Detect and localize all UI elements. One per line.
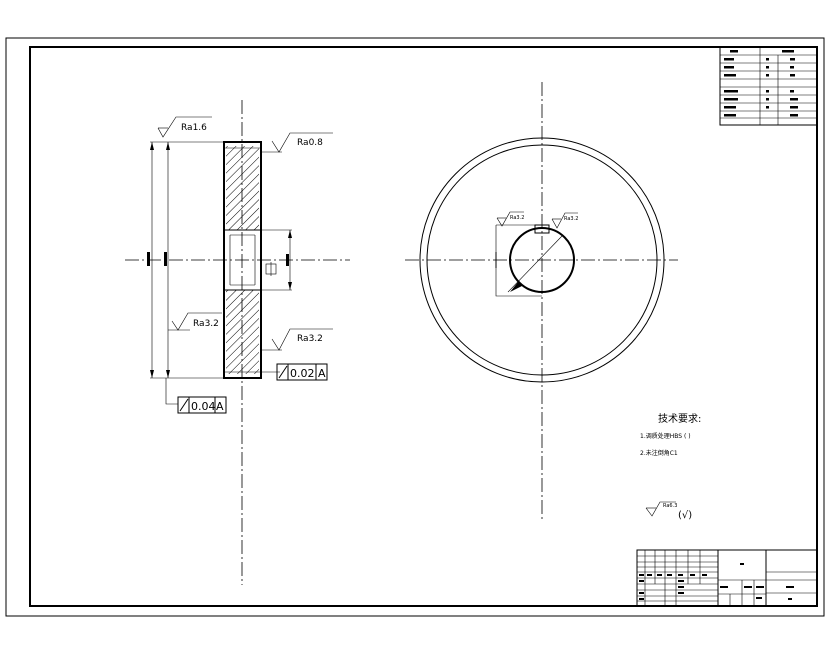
left-section-view: Ra1.6 Ra0.8 Ra3.2 Ra3.2 0.02 A <box>125 100 350 585</box>
roughness-keyway-right-label: Ra3.2 <box>564 216 578 222</box>
tolerance-right-value: 0.02 <box>290 367 315 380</box>
tolerance-frame-bottom: 0.04 A <box>177 396 227 414</box>
roughness-right-bottom-label: Ra3.2 <box>297 334 323 344</box>
notes-line-1: 1.调质处理HBS ( ) <box>640 432 691 440</box>
general-roughness-symbol: Ra6.3 (√) <box>645 501 692 521</box>
title-block <box>636 549 818 607</box>
outer-circle <box>419 137 665 383</box>
hatch-top <box>226 146 259 230</box>
tolerance-bottom-value: 0.04 <box>191 400 216 413</box>
roughness-top-label: Ra1.6 <box>181 123 207 133</box>
bore-circle <box>509 227 575 293</box>
general-roughness-label: Ra6.3 <box>663 503 677 509</box>
bore-outline <box>223 229 262 291</box>
tolerance-bottom-datum: A <box>216 400 224 413</box>
gear-parameter-table <box>719 46 818 126</box>
roughness-left-bottom-label: Ra3.2 <box>193 319 219 329</box>
general-roughness-suffix: (√) <box>678 510 692 521</box>
technical-notes: 技术要求: 1.调质处理HBS ( ) 2.未注倒角C1 <box>640 412 701 457</box>
roughness-keyway-left-label: Ra3.2 <box>510 215 524 221</box>
inner-frame <box>29 46 818 607</box>
outer-frame <box>5 37 825 617</box>
tolerance-frame-right: 0.02 A <box>276 363 328 381</box>
keyway <box>534 224 550 234</box>
notes-line-2: 2.未注倒角C1 <box>640 449 678 457</box>
right-front-view: Ra3.2 Ra3.2 <box>405 82 678 522</box>
inner-rim-circle <box>426 144 658 376</box>
tolerance-right-datum: A <box>318 367 326 380</box>
hatch-bottom <box>226 290 259 374</box>
notes-title: 技术要求: <box>658 412 701 425</box>
roughness-right-top-label: Ra0.8 <box>297 138 323 148</box>
